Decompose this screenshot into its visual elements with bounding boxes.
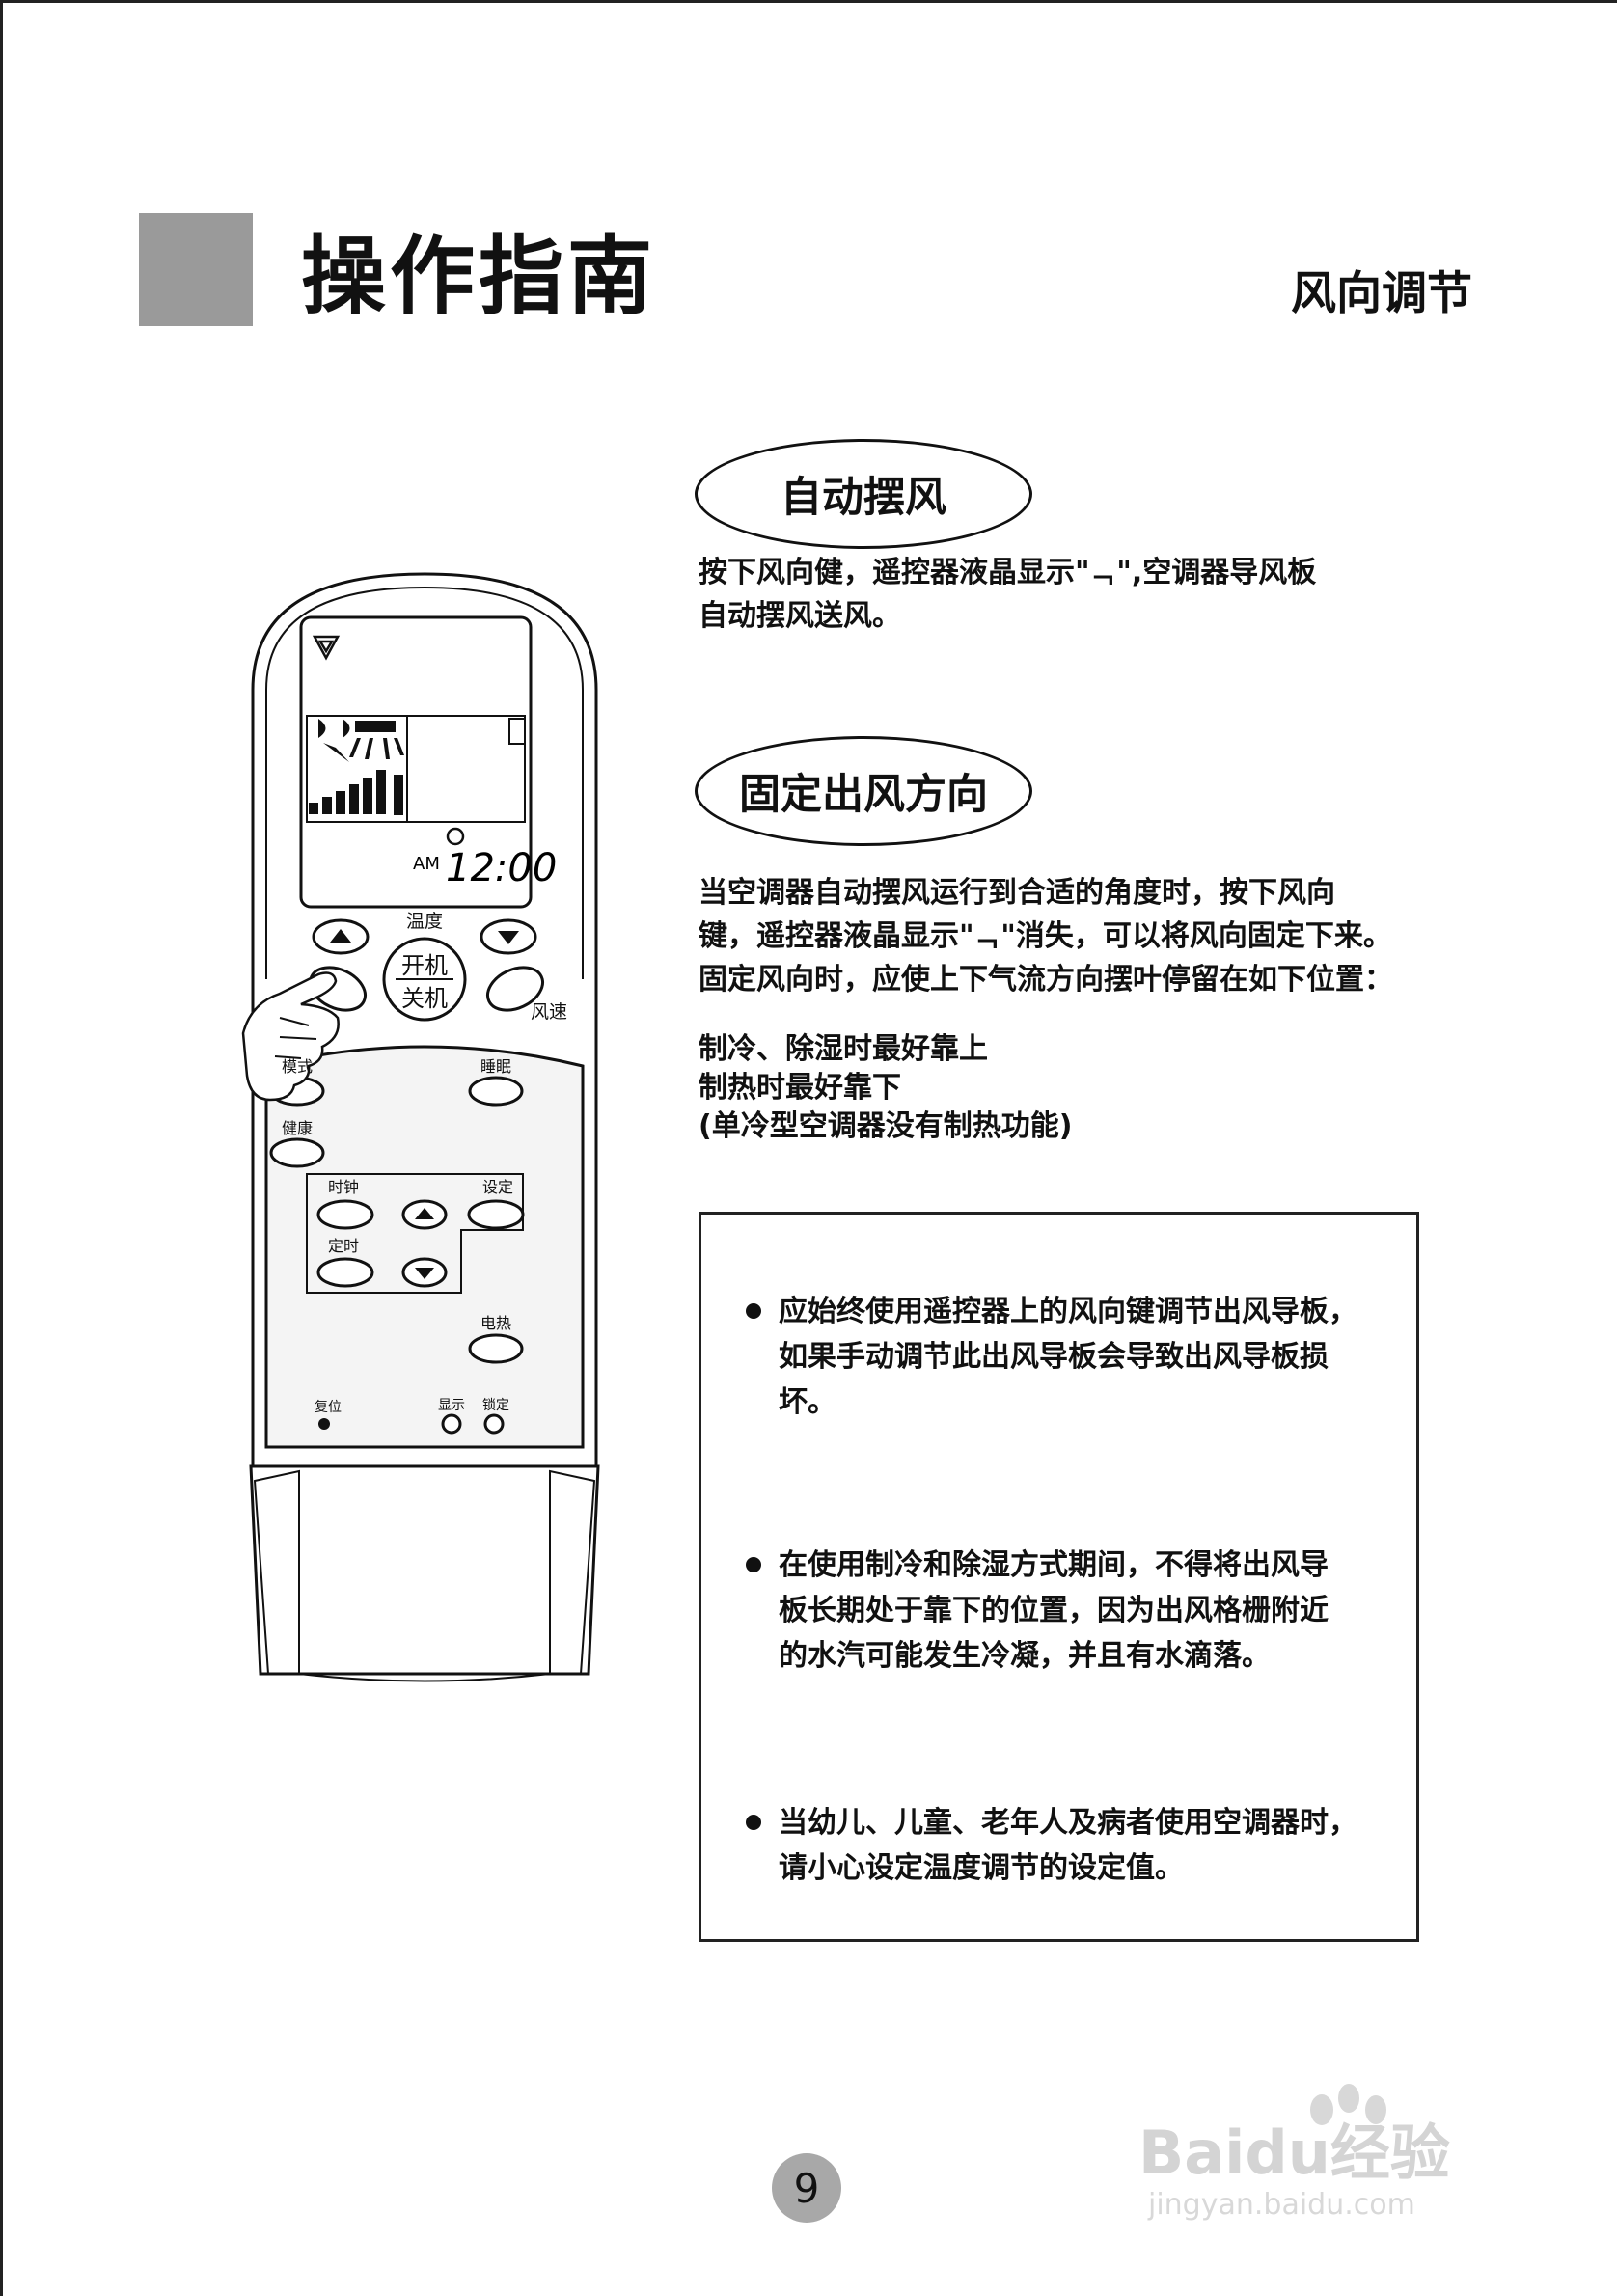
caution-line: 坏。 xyxy=(779,1385,836,1419)
fan-speed-bars xyxy=(309,770,386,814)
timer-label: 定时 xyxy=(328,1237,359,1255)
fixed-direction-line: 当空调器自动摆风运行到合适的角度时，按下风向 xyxy=(699,876,1335,910)
caution-line: 在使用制冷和除湿方式期间，不得将出风导 xyxy=(779,1548,1329,1582)
bullet-icon xyxy=(746,1557,761,1572)
caution-item: 在使用制冷和除湿方式期间，不得将出风导 板长期处于靠下的位置，因为出风格栅附近 … xyxy=(746,1543,1329,1679)
caution-line: 应始终使用遥控器上的风向键调节出风导板， xyxy=(779,1295,1357,1328)
temp-up-button xyxy=(312,918,370,955)
baidu-watermark: Baidu经验 jingyan.baidu.com xyxy=(1138,2084,1450,2222)
display-button xyxy=(441,1413,462,1435)
fan-speed-label: 风速 xyxy=(531,1001,567,1023)
paw-icon xyxy=(1310,2084,1386,2125)
health-label: 健康 xyxy=(282,1119,313,1137)
temp-label: 温度 xyxy=(406,911,443,932)
watermark-brand: Baidu经验 xyxy=(1138,2118,1450,2188)
reset-label: 复位 xyxy=(315,1399,342,1415)
swing-indicator-icon xyxy=(312,635,341,661)
temp-down-button xyxy=(480,918,537,955)
bullet-icon xyxy=(746,1303,761,1319)
remote-lower-panel xyxy=(264,1045,585,1449)
heater-label: 电热 xyxy=(480,1314,511,1332)
page-title: 操作指南 xyxy=(301,227,657,326)
caution-item: 应始终使用遥控器上的风向键调节出风导板， 如果手动调节此出风导板会导致出风导板损… xyxy=(746,1289,1357,1425)
clock-label: 时钟 xyxy=(328,1178,359,1196)
fixed-direction-line: 固定风向时，应使上下气流方向摆叶停留在如下位置： xyxy=(699,963,1393,997)
caution-line: 请小心设定温度调节的设定值。 xyxy=(779,1851,1184,1885)
clock-timer-panel xyxy=(306,1173,524,1294)
auto-swing-line: 自动摆风送风。 xyxy=(699,599,901,633)
electric-heat-button xyxy=(468,1333,524,1364)
caution-line: 如果手动调节此出风导板会导致出风导板损 xyxy=(779,1340,1329,1374)
reset-button xyxy=(318,1418,330,1430)
auto-swing-heading: 自动摆风 xyxy=(695,439,1032,549)
title-marker xyxy=(139,213,253,326)
display-label: 显示 xyxy=(438,1398,465,1413)
remote-inner-outline xyxy=(265,586,584,979)
caution-line: 当幼儿、儿童、老年人及病者使用空调器时， xyxy=(779,1806,1357,1840)
fan-speed-button xyxy=(486,966,544,1012)
caution-item: 当幼儿、儿童、老年人及病者使用空调器时， 请小心设定温度调节的设定值。 xyxy=(746,1800,1357,1891)
lock-label: 锁定 xyxy=(482,1398,509,1413)
page-number: 9 xyxy=(772,2153,841,2223)
set-button xyxy=(467,1199,525,1230)
health-button xyxy=(269,1137,325,1168)
position-item: 制冷、除湿时最好靠上 xyxy=(699,1032,988,1066)
auto-swing-text: 按下风向健，遥控器液晶显示"ᆨ",空调器导风板 自动摆风送风。 xyxy=(699,551,1316,638)
bullet-icon xyxy=(746,1815,761,1830)
lock-button xyxy=(483,1413,505,1435)
timer-button xyxy=(316,1257,374,1288)
caution-line: 板长期处于靠下的位置，因为出风格栅附近 xyxy=(779,1594,1329,1627)
lcd-status-panel xyxy=(306,715,526,823)
clock-icon xyxy=(446,827,465,846)
auto-swing-line: 按下风向健，遥控器液晶显示"ᆨ",空调器导风板 xyxy=(699,556,1317,589)
remote-stand xyxy=(249,1464,600,1676)
fixed-direction-line: 键，遥控器液晶显示"ᆨ"消失，可以将风向固定下来。 xyxy=(699,919,1392,953)
power-off-label: 关机 xyxy=(401,985,448,1012)
caution-box: 应始终使用遥控器上的风向键调节出风导板， 如果手动调节此出风导板会导致出风导板损… xyxy=(699,1212,1419,1942)
power-on-label: 开机 xyxy=(401,952,448,979)
lcd-screen xyxy=(299,615,533,909)
position-item: (单冷型空调器没有制热功能) xyxy=(699,1109,1073,1143)
fixed-direction-heading: 固定出风方向 xyxy=(695,736,1032,846)
sleep-button xyxy=(468,1076,524,1107)
position-item: 制热时最好靠下 xyxy=(699,1071,901,1105)
section-title: 风向调节 xyxy=(1291,267,1472,320)
position-list: 制冷、除湿时最好靠上 制热时最好靠下 (单冷型空调器没有制热功能) xyxy=(699,1030,1072,1146)
power-button xyxy=(382,937,467,1022)
fan-blades-icon xyxy=(318,719,350,762)
clock-button xyxy=(316,1199,374,1230)
pointing-hand-icon xyxy=(241,971,340,1102)
sleep-label: 睡眠 xyxy=(480,1057,511,1076)
lcd-time: 12:00 xyxy=(446,846,557,890)
caution-line: 的水汽可能发生冷凝，并且有水滴落。 xyxy=(779,1639,1271,1673)
remote-control-illustration: AM 12:00 xyxy=(241,572,600,1682)
watermark-url: jingyan.baidu.com xyxy=(1147,2188,1415,2222)
lcd-am-label: AM xyxy=(413,854,440,874)
set-label: 设定 xyxy=(482,1178,513,1196)
aircon-unit-icon xyxy=(355,721,396,732)
mode-label: 模式 xyxy=(282,1057,313,1076)
fixed-direction-text: 当空调器自动摆风运行到合适的角度时，按下风向 键，遥控器液晶显示"ᆨ"消失，可以… xyxy=(699,871,1393,1001)
